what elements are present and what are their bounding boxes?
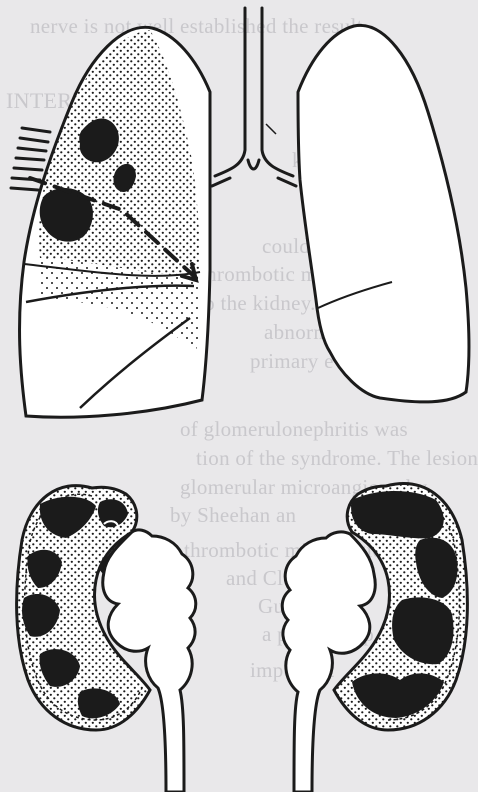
left-lung bbox=[266, 25, 469, 402]
right-lung bbox=[11, 27, 210, 417]
trachea bbox=[212, 8, 296, 186]
